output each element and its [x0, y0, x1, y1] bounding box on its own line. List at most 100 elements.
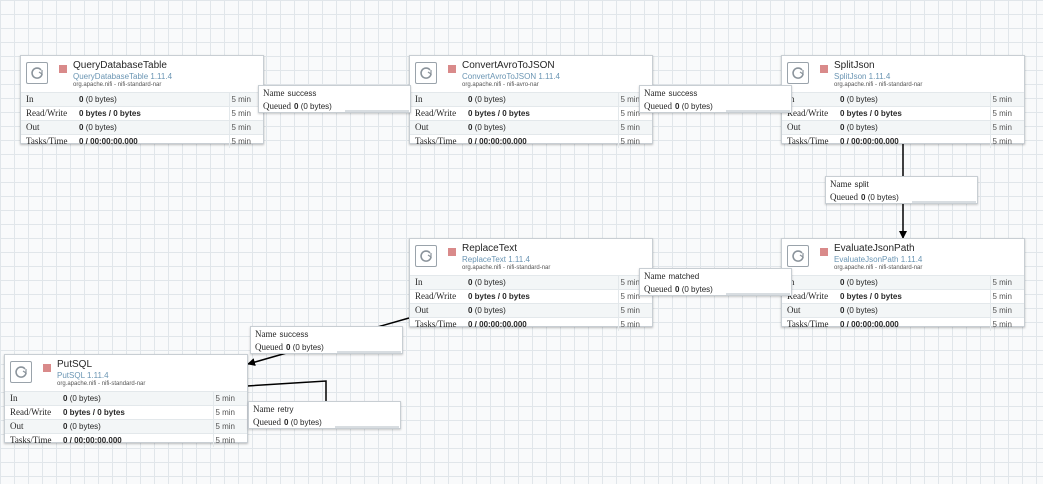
processor-type: QueryDatabaseTable 1.11.4 — [73, 72, 173, 81]
queued-bytes: (0 bytes) — [300, 102, 332, 111]
stat-row-read-write: Read/Write 0 bytes / 0 bytes 5 min — [5, 405, 247, 419]
stat-value: 0 / 00:00:00.000 — [468, 318, 527, 331]
processor-name: ReplaceText — [462, 243, 518, 254]
processor-type: ReplaceText 1.11.4 — [462, 255, 530, 264]
out-bytes: (0 bytes) — [474, 123, 506, 132]
stat-window: 5 min — [231, 95, 251, 104]
processor-splitjson[interactable]: SplitJson SplitJson 1.11.4 org.apache.ni… — [781, 55, 1025, 148]
connection-queued-value: 0 (0 bytes) — [861, 193, 899, 202]
processor-bundle: org.apache.nifi - nifi-avro-nar — [462, 82, 539, 88]
stat-row-tasks: Tasks/Time 0 / 00:00:00.000 5 min — [410, 134, 652, 148]
connection-relationship: success — [668, 89, 698, 98]
stat-value: 0 (0 bytes) — [468, 121, 506, 134]
stat-value: 0 (0 bytes) — [468, 304, 506, 317]
stat-value: 0 / 00:00:00.000 — [840, 135, 899, 148]
processor-type: PutSQL 1.11.4 — [57, 371, 109, 380]
read-write-value: 0 bytes / 0 bytes — [840, 292, 902, 301]
processor-convertavrotojson[interactable]: ConvertAvroToJSON ConvertAvroToJSON 1.11… — [409, 55, 653, 148]
queued-count: 0 — [286, 343, 291, 352]
stat-label: Tasks/Time — [10, 435, 52, 445]
stat-label: Tasks/Time — [26, 136, 68, 146]
connection-queued-label: Queued — [253, 417, 281, 427]
connection-relationship: split — [854, 180, 869, 189]
stat-label: Tasks/Time — [787, 136, 829, 146]
processor-bundle: org.apache.nifi - nifi-standard-nar — [462, 265, 551, 271]
out-count: 0 — [79, 123, 84, 132]
connection-queued-value: 0 (0 bytes) — [286, 343, 324, 352]
stat-value: 0 (0 bytes) — [840, 304, 878, 317]
stat-window: 5 min — [992, 109, 1012, 118]
read-write-value: 0 bytes / 0 bytes — [840, 109, 902, 118]
tasks-value: 0 / 00:00:00.000 — [840, 137, 899, 146]
stat-window: 5 min — [215, 422, 235, 431]
stopped-status-icon — [59, 65, 67, 73]
processor-bundle: org.apache.nifi - nifi-standard-nar — [73, 82, 162, 88]
in-bytes: (0 bytes) — [474, 278, 506, 287]
stat-label: Tasks/Time — [787, 319, 829, 329]
stat-value: 0 (0 bytes) — [468, 93, 506, 106]
processor-putsql[interactable]: PutSQL PutSQL 1.11.4 org.apache.nifi - n… — [4, 354, 248, 447]
stat-window: 5 min — [992, 137, 1012, 146]
connection-queued-label: Queued — [644, 284, 672, 294]
queue-bar — [335, 426, 399, 428]
processor-name: PutSQL — [57, 359, 93, 370]
stat-window: 5 min — [620, 123, 640, 132]
connection-name-label: Name — [644, 271, 666, 281]
processor-name: EvaluateJsonPath — [834, 243, 915, 254]
stat-window: 5 min — [215, 394, 235, 403]
queued-count: 0 — [675, 102, 680, 111]
out-bytes: (0 bytes) — [846, 123, 878, 132]
processor-icon — [787, 245, 809, 267]
processor-icon — [10, 361, 32, 383]
processor-header: ConvertAvroToJSON ConvertAvroToJSON 1.11… — [410, 56, 652, 92]
read-write-value: 0 bytes / 0 bytes — [468, 292, 530, 301]
connection-queued-label: Queued — [263, 101, 291, 111]
read-write-value: 0 bytes / 0 bytes — [468, 109, 530, 118]
in-count: 0 — [468, 95, 473, 104]
connection-relationship: success — [279, 330, 309, 339]
connection-queued-value: 0 (0 bytes) — [284, 418, 322, 427]
tasks-value: 0 / 00:00:00.000 — [468, 137, 527, 146]
read-write-value: 0 bytes / 0 bytes — [79, 109, 141, 118]
stat-value: 0 bytes / 0 bytes — [840, 107, 902, 120]
in-count: 0 — [79, 95, 84, 104]
queued-count: 0 — [861, 193, 866, 202]
stat-window: 5 min — [992, 123, 1012, 132]
stat-window: 5 min — [620, 292, 640, 301]
processor-evaluatejsonpath[interactable]: EvaluateJsonPath EvaluateJsonPath 1.11.4… — [781, 238, 1025, 331]
tasks-value: 0 / 00:00:00.000 — [79, 137, 138, 146]
out-bytes: (0 bytes) — [85, 123, 117, 132]
stat-label: Read/Write — [10, 407, 52, 417]
stat-label: Out — [10, 421, 24, 431]
stat-window: 5 min — [992, 306, 1012, 315]
processor-bundle: org.apache.nifi - nifi-standard-nar — [57, 381, 146, 387]
stat-window: 5 min — [620, 137, 640, 146]
read-write-value: 0 bytes / 0 bytes — [63, 408, 125, 417]
processor-type: EvaluateJsonPath 1.11.4 — [834, 255, 923, 264]
processor-querydatabasetable[interactable]: QueryDatabaseTable QueryDatabaseTable 1.… — [20, 55, 264, 148]
queue-bar — [337, 351, 401, 353]
processor-icon — [787, 62, 809, 84]
stat-label: Tasks/Time — [415, 136, 457, 146]
stat-window: 5 min — [215, 436, 235, 445]
stat-value: 0 (0 bytes) — [468, 276, 506, 289]
stat-window: 5 min — [215, 408, 235, 417]
processor-replacetext[interactable]: ReplaceText ReplaceText 1.11.4 org.apach… — [409, 238, 653, 331]
